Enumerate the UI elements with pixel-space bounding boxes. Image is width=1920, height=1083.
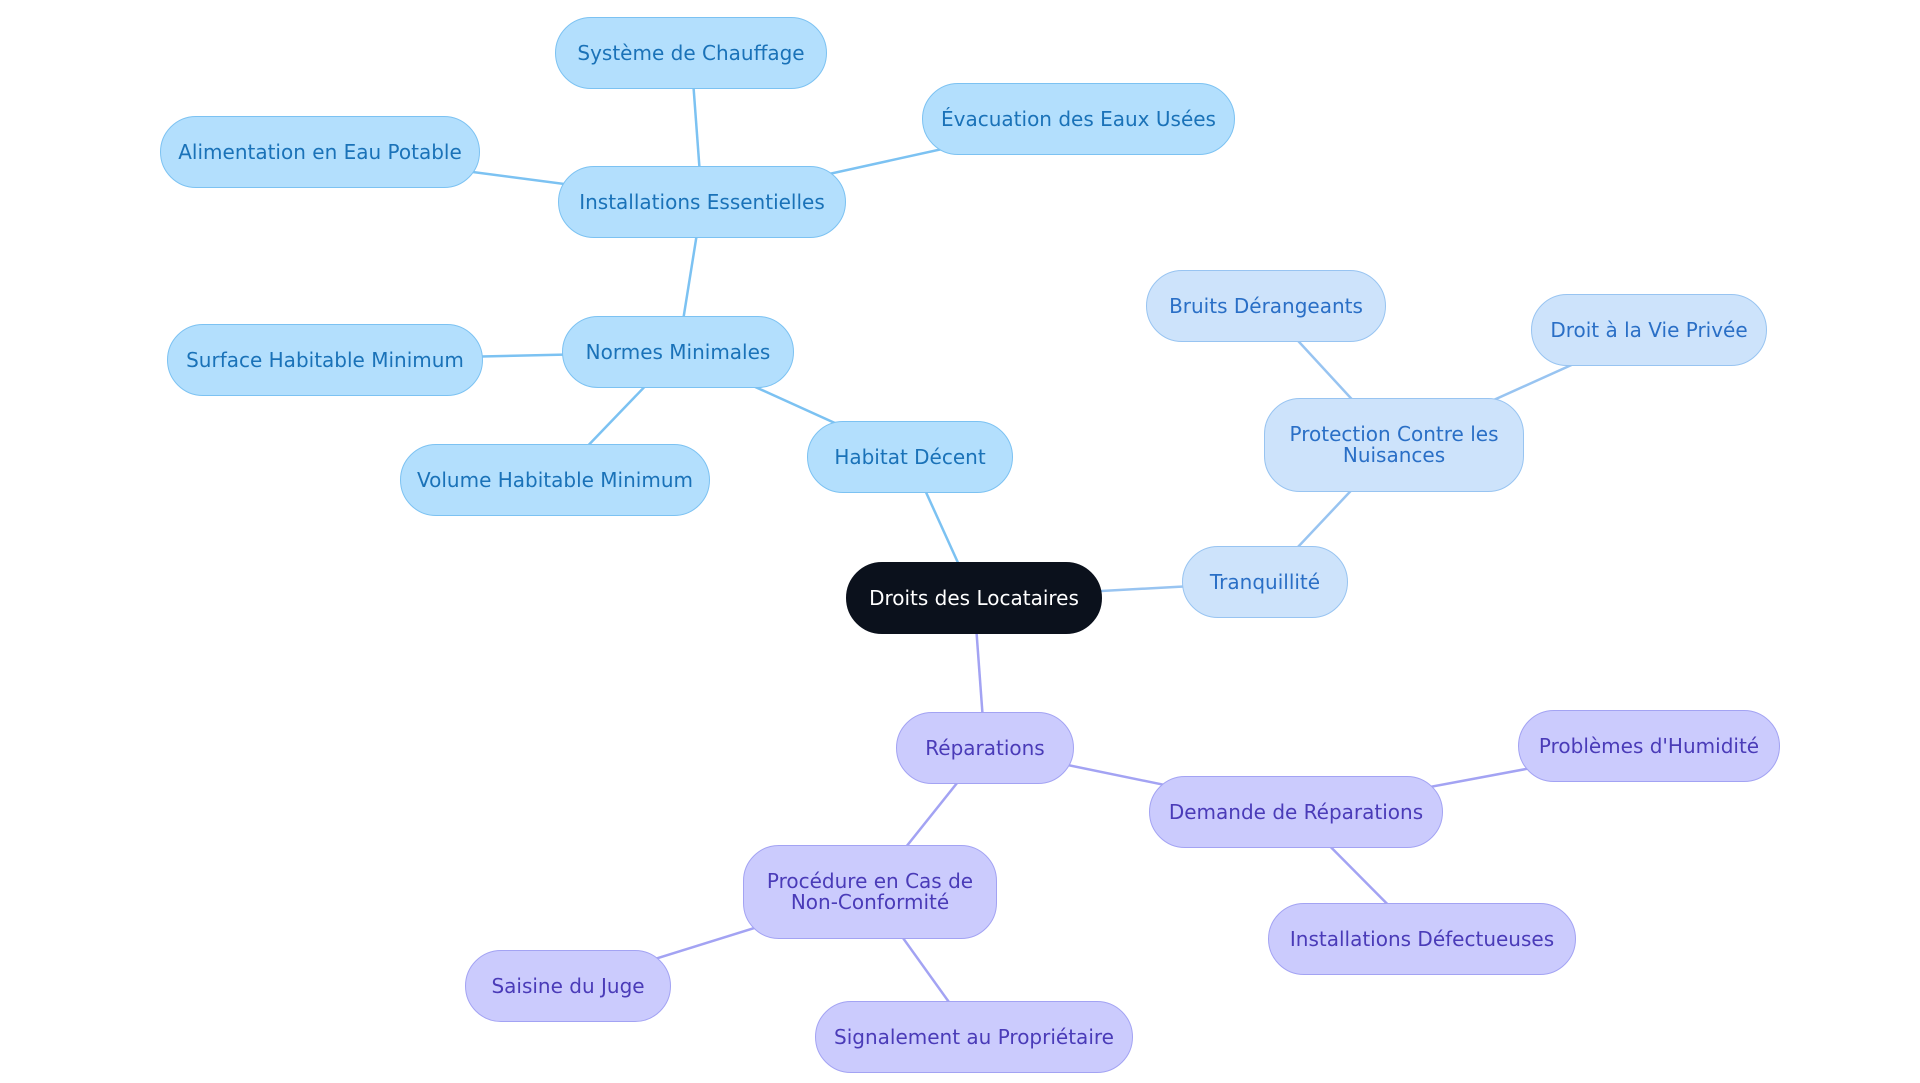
node-volume[interactable]: Volume Habitable Minimum xyxy=(400,444,710,516)
node-demande[interactable]: Demande de Réparations xyxy=(1149,776,1443,848)
node-vie-privee[interactable]: Droit à la Vie Privée xyxy=(1531,294,1767,366)
node-juge[interactable]: Saisine du Juge xyxy=(465,950,671,1022)
node-label: Alimentation en Eau Potable xyxy=(178,139,462,164)
node-label: Procédure en Cas de Non-Conformité xyxy=(766,869,974,914)
node-eaux[interactable]: Évacuation des Eaux Usées xyxy=(922,83,1235,155)
node-protection[interactable]: Protection Contre les Nuisances xyxy=(1264,398,1524,492)
node-label: Volume Habitable Minimum xyxy=(417,467,693,492)
node-defectueuses[interactable]: Installations Défectueuses xyxy=(1268,903,1576,975)
node-habitat[interactable]: Habitat Décent xyxy=(807,421,1013,493)
node-eau-potable[interactable]: Alimentation en Eau Potable xyxy=(160,116,480,188)
node-label: Installations Essentielles xyxy=(579,189,825,214)
node-label: Problèmes d'Humidité xyxy=(1538,733,1760,758)
node-label: Installations Défectueuses xyxy=(1289,926,1555,951)
node-bruits[interactable]: Bruits Dérangeants xyxy=(1146,270,1386,342)
node-label: Signalement au Propriétaire xyxy=(834,1024,1114,1049)
node-label: Habitat Décent xyxy=(834,444,986,469)
node-signalement[interactable]: Signalement au Propriétaire xyxy=(815,1001,1133,1073)
root-node[interactable]: Droits des Locataires xyxy=(846,562,1102,634)
node-label: Droit à la Vie Privée xyxy=(1550,317,1748,342)
node-label: Surface Habitable Minimum xyxy=(186,347,464,372)
node-label: Protection Contre les Nuisances xyxy=(1289,422,1499,467)
node-installations[interactable]: Installations Essentielles xyxy=(558,166,846,238)
node-label: Demande de Réparations xyxy=(1168,799,1424,824)
node-label: Droits des Locataires xyxy=(869,585,1079,610)
node-reparations[interactable]: Réparations xyxy=(896,712,1074,784)
node-label: Bruits Dérangeants xyxy=(1169,293,1363,318)
node-label: Normes Minimales xyxy=(585,339,771,364)
node-procedure[interactable]: Procédure en Cas de Non-Conformité xyxy=(743,845,997,939)
node-tranquillite[interactable]: Tranquillité xyxy=(1182,546,1348,618)
node-label: Réparations xyxy=(925,735,1045,760)
node-label: Système de Chauffage xyxy=(577,40,805,65)
node-chauffage[interactable]: Système de Chauffage xyxy=(555,17,827,89)
node-normes[interactable]: Normes Minimales xyxy=(562,316,794,388)
node-label: Saisine du Juge xyxy=(491,973,645,998)
node-humidite[interactable]: Problèmes d'Humidité xyxy=(1518,710,1780,782)
node-label: Évacuation des Eaux Usées xyxy=(941,106,1216,131)
node-surface[interactable]: Surface Habitable Minimum xyxy=(167,324,483,396)
node-label: Tranquillité xyxy=(1209,569,1321,594)
